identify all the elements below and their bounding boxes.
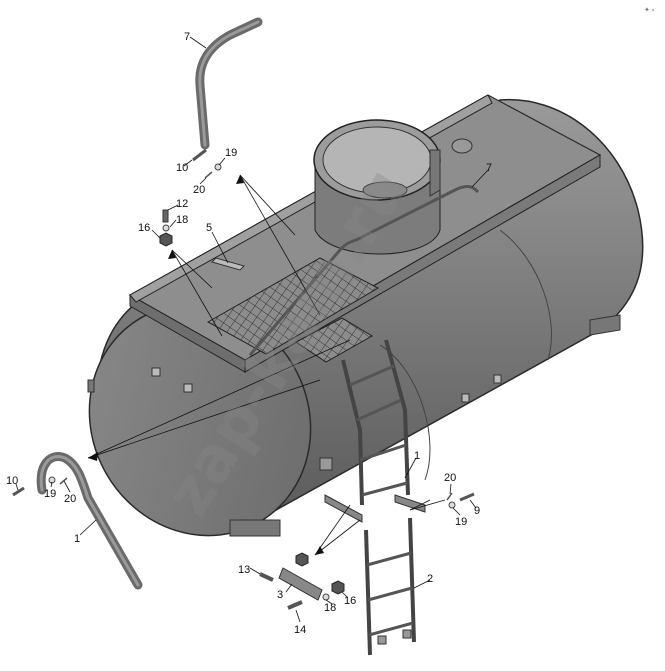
ladder-strut-3: [278, 567, 323, 601]
bolt-9: [459, 492, 475, 502]
callout-label: 2: [427, 573, 433, 585]
callouts: 7 19 10 20 12 18 16 5 7 10 19 20 1 1 20 …: [6, 31, 492, 636]
ladder-foot: [402, 629, 412, 639]
top-handrail: [248, 185, 480, 356]
callout-label: 1: [74, 533, 80, 545]
ladder-rung: [368, 621, 414, 637]
washer-18b: [322, 593, 330, 601]
bolt-13: [259, 572, 274, 582]
shell-band: [379, 344, 431, 481]
callout-label: 19: [225, 147, 237, 159]
callout-label: 20: [193, 184, 205, 196]
ladder-upper-rail-right: [384, 339, 410, 496]
bolt-12: [162, 209, 169, 223]
ladder-rung: [356, 398, 402, 422]
corner-mark: ✦ ⸗: [644, 6, 655, 14]
callout-label: 14: [294, 624, 306, 636]
callout-label: 10: [176, 162, 188, 174]
ladder-upper-rail-left: [341, 359, 364, 506]
callout-label: 10: [6, 475, 18, 487]
callout-label: 16: [344, 595, 356, 607]
callout-label: 5: [206, 222, 212, 234]
side-bracket: [493, 374, 502, 384]
leader-lines: [15, 36, 489, 623]
pin-20a: [204, 171, 213, 179]
vent-cap: [451, 138, 473, 154]
nut-16a: [159, 232, 173, 247]
callout-label: 18: [324, 602, 336, 614]
fasteners: [12, 148, 475, 610]
callout-label: 1: [414, 450, 420, 462]
callout-label: 16: [138, 222, 150, 234]
callout-label: 12: [176, 198, 188, 210]
end-bracket: [87, 379, 95, 393]
ladder-bracket: [324, 494, 363, 523]
ladder-foot: [377, 635, 387, 645]
callout-label: 20: [444, 472, 456, 484]
callout-label: 9: [474, 505, 480, 517]
step-bracket: [211, 257, 245, 271]
ladder-rung: [361, 481, 408, 497]
ladder-bracket: [394, 494, 426, 513]
handrail-tube-7: [195, 17, 263, 150]
bolt-14: [287, 600, 303, 610]
side-bracket: [319, 457, 333, 471]
callout-label: 7: [184, 31, 190, 43]
nut-16b: [331, 580, 345, 595]
bolt-10a: [192, 148, 207, 162]
ladder-rung: [349, 364, 395, 387]
end-bracket: [151, 367, 161, 377]
washer-19a: [214, 163, 222, 171]
callout-label: 20: [64, 493, 76, 505]
ladder-rung: [366, 551, 412, 567]
ladder-lower-rail-right: [408, 517, 416, 643]
ladder-rung: [367, 586, 413, 602]
hatch-inner: [362, 181, 408, 199]
tank-foot: [589, 314, 621, 336]
ladder-assembly: [324, 339, 426, 656]
manhole-hatch: [313, 119, 473, 255]
callout-label: 3: [277, 589, 283, 601]
vent-pipe: [429, 149, 441, 197]
washer-18a: [162, 224, 170, 232]
tank-foot: [229, 519, 281, 537]
ladder-rung: [359, 443, 407, 462]
callout-label: 13: [238, 564, 250, 576]
frame-rail-side: [244, 154, 601, 373]
pin-20b: [59, 477, 68, 485]
bolt-10b: [12, 486, 25, 497]
callout-label: 18: [176, 214, 188, 226]
washer-19c: [448, 501, 456, 509]
callout-label: 19: [44, 488, 56, 500]
nut-lower: [295, 552, 309, 567]
callout-label: 7: [486, 162, 492, 174]
shell-band: [499, 229, 552, 361]
callout-label: 19: [455, 516, 467, 528]
arrowheads: [88, 175, 324, 555]
end-bracket: [183, 383, 193, 393]
pin-20c: [446, 492, 453, 501]
side-bracket: [461, 393, 470, 403]
